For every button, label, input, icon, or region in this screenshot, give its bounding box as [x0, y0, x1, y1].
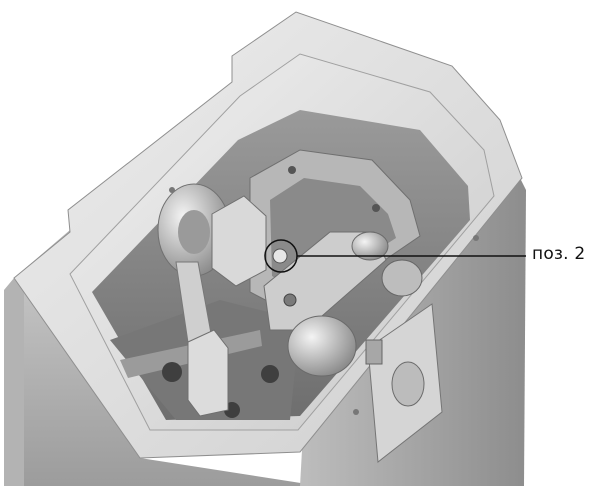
pin-detail: [272, 248, 288, 264]
housing-left-wall: [4, 230, 72, 486]
callout-label: поз. 2: [532, 244, 586, 264]
cover-hinge: [365, 339, 383, 365]
rim-screw: [473, 235, 479, 241]
rim-screw: [353, 409, 359, 415]
floor-hole: [261, 365, 279, 383]
spring-coil: [381, 259, 423, 297]
left-roller-hub: [178, 210, 210, 254]
right-roller: [351, 231, 389, 261]
floor-hole: [162, 362, 182, 382]
rim-screw: [169, 187, 175, 193]
arm-screw: [283, 293, 297, 307]
lower-roller: [287, 315, 357, 377]
housing-front-face: [4, 278, 320, 486]
frame-screw: [372, 204, 380, 212]
lower-block: [187, 329, 229, 417]
left-clamp-block: [211, 195, 267, 287]
frame-screw: [288, 166, 296, 174]
side-cover-port: [391, 361, 425, 407]
